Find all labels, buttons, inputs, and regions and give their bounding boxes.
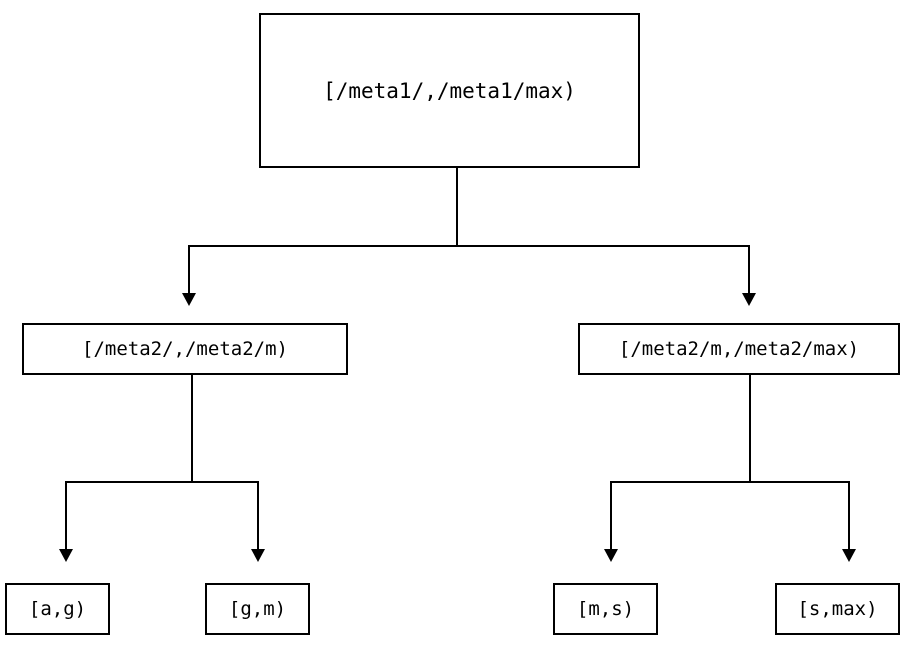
edge-root-to-mid-left xyxy=(188,245,190,293)
edge-mid-left-to-leaf-2 xyxy=(257,481,259,549)
arrowhead-mid-right-to-leaf-4-icon xyxy=(842,549,856,562)
arrowhead-root-to-mid-left-icon xyxy=(182,293,196,306)
edge-mid-left-crossbar xyxy=(65,481,259,483)
tree-node-leaf-1-label: [a,g) xyxy=(28,598,87,620)
tree-node-mid-left-label: [/meta2/,/meta2/m) xyxy=(82,338,288,360)
edge-mid-left-stem xyxy=(191,375,193,483)
tree-node-leaf-2-label: [g,m) xyxy=(228,598,287,620)
tree-node-leaf-3[interactable]: [m,s) xyxy=(553,583,658,635)
edge-root-crossbar xyxy=(188,245,750,247)
tree-node-mid-right-label: [/meta2/m,/meta2/max) xyxy=(618,338,860,360)
arrowhead-root-to-mid-right-icon xyxy=(742,293,756,306)
tree-node-leaf-2[interactable]: [g,m) xyxy=(205,583,310,635)
arrowhead-mid-left-to-leaf-1-icon xyxy=(59,549,73,562)
arrowhead-mid-left-to-leaf-2-icon xyxy=(251,549,265,562)
tree-node-leaf-4[interactable]: [s,max) xyxy=(775,583,900,635)
edge-root-stem xyxy=(456,168,458,247)
tree-node-leaf-4-label: [s,max) xyxy=(797,598,878,620)
edge-mid-right-stem xyxy=(749,375,751,483)
tree-node-root-label: [/meta1/,/meta1/max) xyxy=(323,78,576,103)
edge-mid-right-to-leaf-4 xyxy=(848,481,850,549)
arrowhead-mid-right-to-leaf-3-icon xyxy=(604,549,618,562)
edge-root-to-mid-right xyxy=(748,245,750,293)
tree-node-mid-left[interactable]: [/meta2/,/meta2/m) xyxy=(22,323,348,375)
tree-node-root[interactable]: [/meta1/,/meta1/max) xyxy=(259,13,640,168)
edge-mid-left-to-leaf-1 xyxy=(65,481,67,549)
tree-node-leaf-3-label: [m,s) xyxy=(576,598,635,620)
edge-mid-right-to-leaf-3 xyxy=(610,481,612,549)
tree-node-leaf-1[interactable]: [a,g) xyxy=(5,583,110,635)
tree-node-mid-right[interactable]: [/meta2/m,/meta2/max) xyxy=(578,323,900,375)
edge-mid-right-crossbar xyxy=(610,481,850,483)
